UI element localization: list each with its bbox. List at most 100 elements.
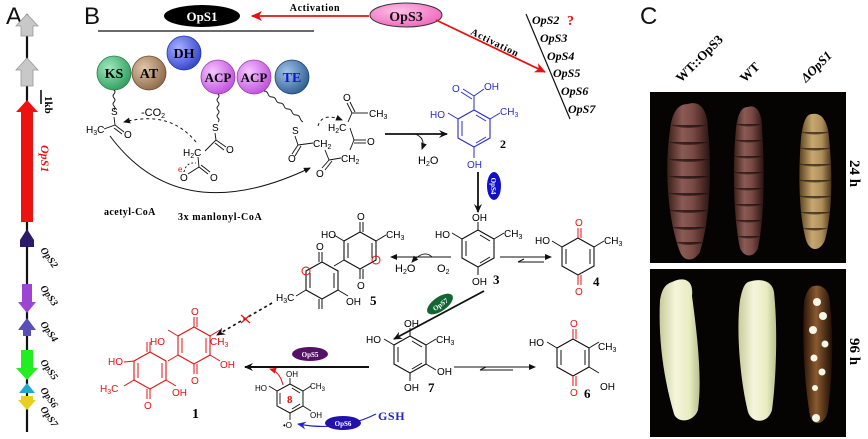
svg-text:HO: HO	[150, 337, 165, 348]
svg-text:e: e	[178, 165, 183, 174]
column-label-text: WT::OpS3	[673, 31, 727, 85]
svg-text:O: O	[191, 376, 199, 387]
gene-label-ops2: OpS2	[38, 245, 60, 270]
ops1-badge-label: OpS1	[186, 9, 217, 24]
svg-text:CH2: CH2	[341, 154, 359, 166]
o2-label: O2	[437, 263, 450, 276]
svg-text:•O: •O	[283, 421, 292, 430]
svg-text:O: O	[144, 401, 152, 412]
ops5-badge	[292, 347, 328, 361]
svg-text:CH3: CH3	[598, 342, 616, 354]
acp1-tether	[216, 93, 220, 123]
svg-text:S: S	[292, 126, 299, 137]
panel-b-letter: B	[84, 3, 100, 30]
decarboxylation-arrow	[123, 117, 197, 143]
compound-5-number: 5	[370, 293, 377, 308]
activated-gene-list: OpS2 ? OpS3 OpS4 OpS5 OpS6 OpS7	[532, 13, 596, 116]
domain-at	[131, 55, 167, 91]
svg-text:H3C: H3C	[276, 293, 294, 305]
gene-arrow-ops3	[18, 284, 36, 313]
svg-text:O: O	[316, 169, 324, 180]
svg-text:O: O	[575, 218, 583, 229]
domain-acp-2-label: ACP	[241, 70, 268, 85]
larva-segments-24h	[668, 123, 832, 245]
svg-text:CH3: CH3	[436, 335, 454, 347]
panel-a: A 1kb OpS1 OpS2 OpS3 OpS4 OpS5 OpS6 OpS7	[6, 3, 60, 432]
compound-8: OH HO CH3 OH •O	[255, 370, 326, 430]
compound-7-number: 7	[428, 380, 435, 395]
svg-text:OH: OH	[600, 382, 615, 393]
ops7-badge	[427, 293, 453, 315]
svg-text:HO: HO	[435, 230, 450, 241]
svg-text:O: O	[575, 287, 583, 298]
water-label: H2O	[418, 155, 439, 168]
activation-label-ops1: Activation	[290, 3, 340, 14]
compound-3: OH HO CH3 OH	[435, 213, 522, 288]
svg-text:CH3: CH3	[386, 230, 404, 242]
ops7-arrow	[393, 290, 485, 340]
svg-text:H2C: H2C	[328, 123, 346, 135]
domain-dh-label: DH	[174, 47, 195, 62]
column-label-text: ΔOpS1	[797, 48, 835, 86]
svg-text:OH: OH	[484, 82, 499, 93]
tetraketide-intermediate: S O CH2 O CH2 O H2C O CH3	[288, 93, 387, 180]
activation-label-genes: Activation	[469, 27, 521, 60]
water-label-2: H2O	[395, 263, 416, 276]
ops1-badge	[164, 5, 240, 27]
gene-label-ops3: OpS3	[38, 283, 60, 308]
water-loss-arrow	[414, 133, 427, 150]
gene-label-ops4: OpS4	[38, 319, 60, 344]
co2-label: -CO2	[141, 107, 165, 120]
column-label-text: WT	[737, 59, 763, 85]
oxygen-atom: O	[124, 130, 132, 141]
compound-1-number: 1	[192, 407, 199, 422]
gene-arrow-ops4	[18, 318, 36, 336]
electron-push-arrow	[183, 162, 197, 173]
gene-list-bracket	[525, 13, 571, 120]
domain-te	[274, 59, 310, 95]
compound-6: O O HO CH3 OH	[529, 319, 616, 399]
compound-2-number: 2	[500, 137, 506, 151]
gene-arrow-ops7	[18, 396, 36, 410]
compound-3-number: 3	[493, 272, 500, 287]
svg-text:OH: OH	[404, 319, 419, 330]
svg-text:O: O	[357, 281, 365, 292]
activated-gene: OpS7	[568, 102, 596, 116]
svg-text:S: S	[212, 123, 219, 134]
ops5-badge-label: OpS5	[302, 351, 319, 359]
domain-acp-1-label: ACP	[205, 70, 232, 85]
compound-4: O O HO CH3	[535, 218, 622, 298]
svg-text:CH3: CH3	[369, 109, 387, 121]
activation-arrow-genes	[435, 19, 546, 73]
uncertain-mark: ?	[567, 14, 574, 29]
column-label-wt: WT	[737, 59, 763, 85]
scale-label: 1kb	[42, 96, 54, 114]
svg-text:OH: OH	[286, 370, 298, 379]
svg-text:O: O	[452, 84, 460, 95]
compound-6-number: 6	[584, 386, 591, 401]
activated-gene: OpS6	[561, 84, 588, 98]
svg-text:OH: OH	[220, 360, 235, 371]
svg-text:OH: OH	[172, 388, 187, 399]
svg-text:O: O	[288, 154, 296, 165]
svg-text:HO: HO	[529, 338, 544, 349]
column-label-delta-ops1: ΔOpS1	[797, 48, 835, 86]
ops3-badge	[369, 2, 443, 28]
svg-text:CH3: CH3	[310, 382, 326, 393]
domain-acp-2	[236, 59, 272, 95]
equilibrium-back-7-6	[479, 366, 487, 371]
column-label-wt-ops3: WT::OpS3	[673, 31, 727, 85]
domain-at-label: AT	[140, 67, 159, 82]
svg-text:OH: OH	[472, 213, 487, 224]
gene-arrow-ops2	[20, 229, 34, 247]
gene-arrow-grey-2	[15, 57, 39, 87]
acetyl-thioester: S H3C O	[86, 107, 132, 141]
condensation-arrow	[317, 114, 343, 127]
compound-5: O O HO CH3 O H3C OH	[276, 212, 404, 309]
svg-text:OH: OH	[310, 411, 322, 420]
compound-2: O OH HO CH3 OH	[430, 82, 518, 171]
panel-c: C WT::OpS3 WT ΔOpS1 24 h	[640, 3, 862, 437]
malonyl-thioester: S O H2C O O e	[178, 123, 234, 184]
ops4-badge-label: OpS4	[489, 178, 497, 195]
